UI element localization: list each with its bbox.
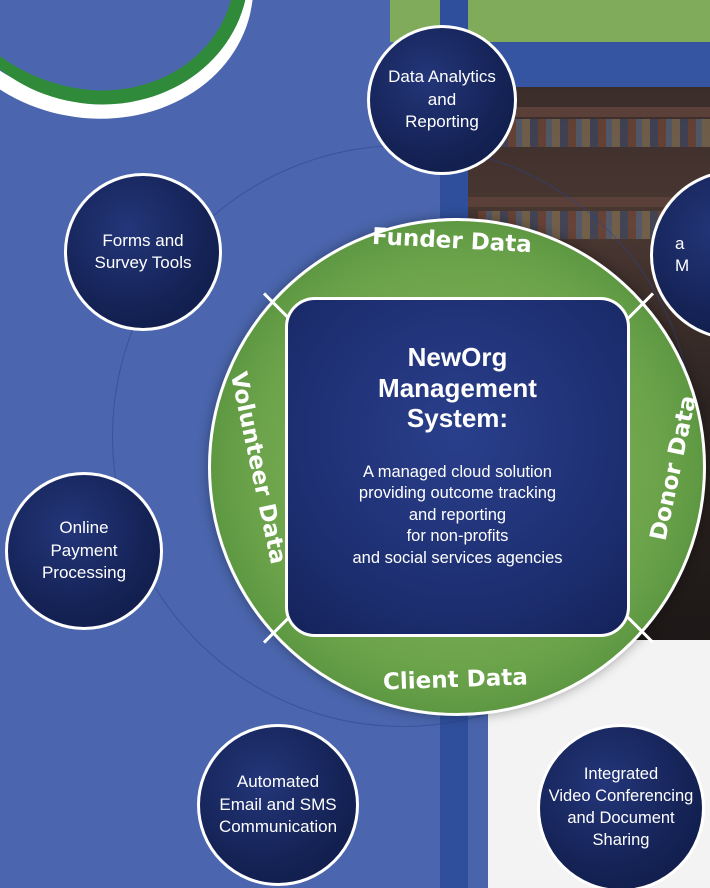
feature-bubble-analytics: Data Analytics and Reporting: [367, 25, 517, 175]
bookshelf: [468, 197, 710, 207]
bookshelf: [468, 107, 710, 117]
feature-label-video: Integrated Video Conferencing and Docume…: [548, 765, 694, 849]
feature-bubble-messaging: Automated Email and SMS Communication: [197, 724, 359, 886]
feature-label-forms: Forms and Survey Tools: [94, 230, 192, 272]
feature-label-messaging: Automated Email and SMS Communication: [218, 772, 338, 837]
feature-label-payments: Online Payment Processing: [41, 518, 127, 583]
feature-label-partial: a M: [675, 233, 690, 275]
feature-bubble-video: Integrated Video Conferencing and Docume…: [537, 724, 705, 888]
ring-label-client: Client Data: [382, 664, 529, 696]
feature-bubble-payments: Online Payment Processing: [5, 472, 163, 630]
system-title: NewOrg Management System:: [378, 342, 537, 434]
books: [478, 119, 710, 147]
feature-bubble-forms: Forms and Survey Tools: [64, 173, 222, 331]
system-core-panel: NewOrg Management System: A managed clou…: [285, 297, 630, 637]
feature-label-analytics: Data Analytics and Reporting: [388, 67, 496, 132]
system-description: A managed cloud solution providing outco…: [352, 463, 563, 567]
